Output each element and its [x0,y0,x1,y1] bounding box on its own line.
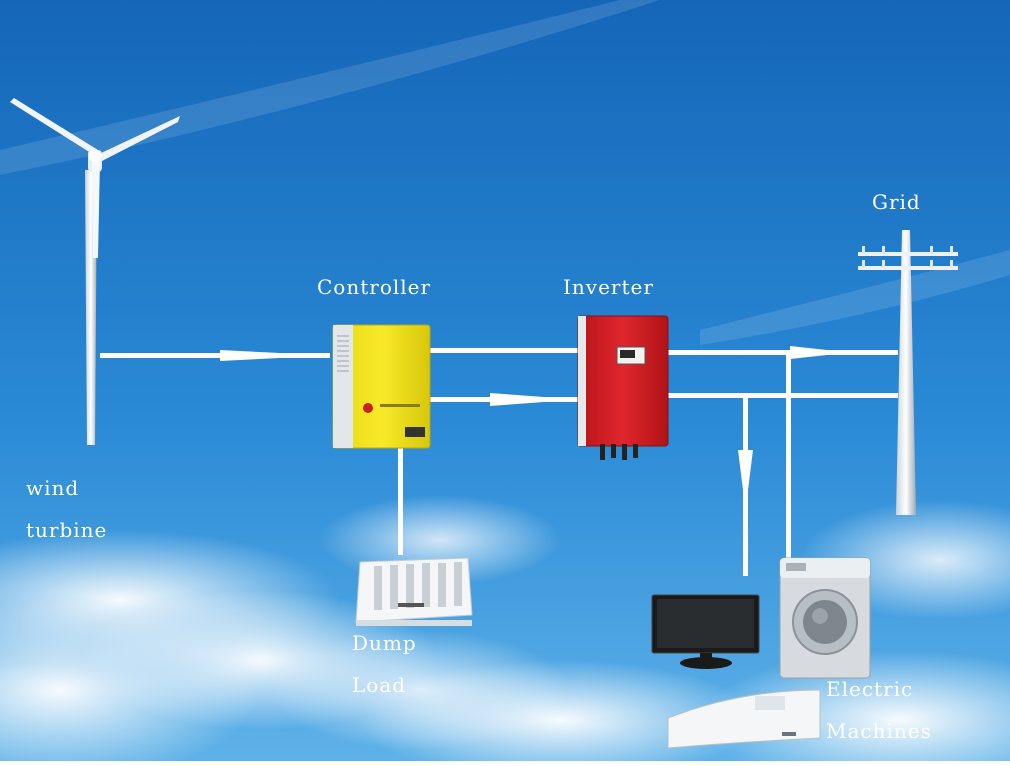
inverter-to-grid-arrowhead [790,346,850,359]
wind-turbine-label-line1: wind [26,476,80,500]
washing-machine [779,557,871,679]
drop-to-washer-line [786,353,791,558]
light-streak [700,250,1010,345]
turbine-to-controller-arrowhead [220,350,330,361]
television [651,594,760,669]
electric-machines-label-line1: Electric [826,677,914,701]
inverter-device [577,315,669,460]
grid-label: Grid [872,190,921,214]
inverter-label: Inverter [563,275,654,299]
dump-load-label-line2: Load [352,673,407,697]
inverter-to-grid-line-bottom [668,393,898,398]
wind-turbine-label-line2: turbine [26,518,108,542]
controller-to-dump-load-line [398,440,403,555]
drop-to-tv-arrowhead [738,450,753,510]
dump-load-device [355,557,473,626]
air-conditioner [667,689,821,749]
controller-to-inverter-line-top [430,348,578,353]
controller-label: Controller [317,275,432,299]
wind-turbine-graphic [10,98,180,445]
turbine-to-controller-line [100,353,330,358]
inverter-to-grid-line-top [668,350,898,355]
controller-device [332,324,431,449]
dump-load-label-line1: Dump [352,631,417,655]
electric-machines-label-line2: Machines [826,719,932,743]
light-streak [0,0,660,175]
connection-lines [100,346,898,576]
controller-to-inverter-arrowhead [490,393,578,406]
grid-pole-graphic [858,230,958,515]
